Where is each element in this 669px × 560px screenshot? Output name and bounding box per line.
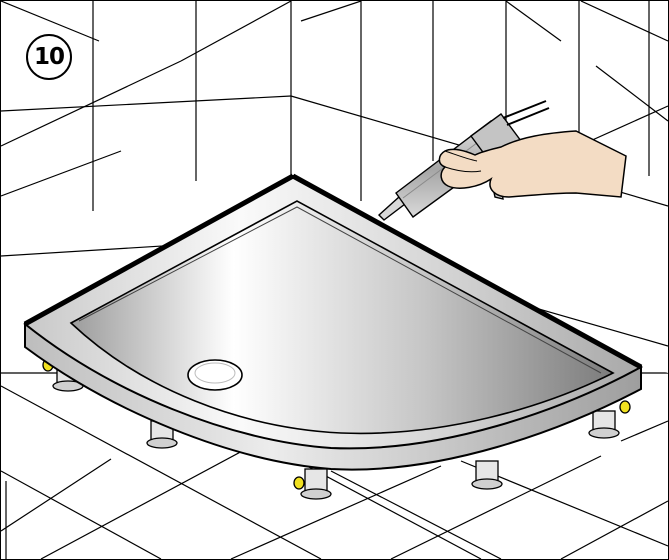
step-number-badge: 10 [26, 34, 72, 80]
tray-feet [42, 358, 631, 500]
adjustable-foot-icon [471, 460, 503, 490]
shower-tray-icon [23, 173, 644, 471]
hand-icon [438, 130, 627, 198]
drain-icon [187, 359, 243, 391]
step-number: 10 [33, 44, 65, 70]
adjustable-foot-icon [293, 468, 332, 500]
adjustable-foot-icon [588, 400, 631, 439]
